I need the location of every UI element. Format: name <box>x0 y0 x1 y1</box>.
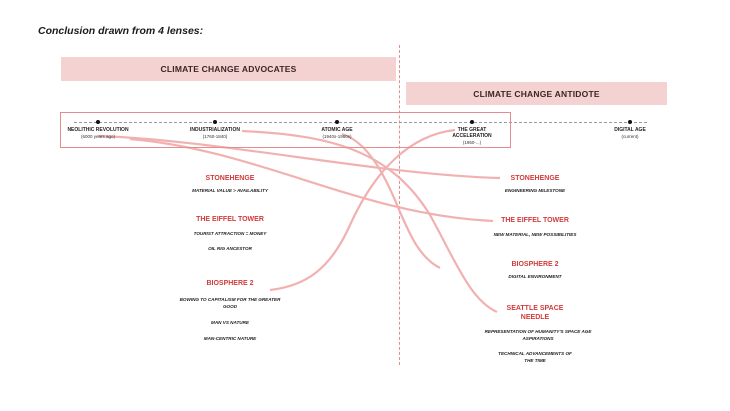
antidote-space-needle-note-2: TECHNICAL ADVANCEMENTS OF THE TIME <box>498 351 572 363</box>
era-date: (1950-...) <box>462 139 482 145</box>
antidote-eiffel-title: THE EIFFEL TOWER <box>501 217 569 224</box>
band-climate-change-advocates: CLIMATE CHANGE ADVOCATES <box>61 57 396 81</box>
advocates-biosphere-title: BIOSPHERE 2 <box>206 280 254 287</box>
era-date: (current) <box>621 133 639 139</box>
era-date: (1940s-1960s) <box>322 133 352 139</box>
era-atomic-age: ATOMIC AGE (1940s-1960s) <box>292 127 382 139</box>
antidote-space-needle-note-1: REPRESENTATION OF HUMANITY'S SPACE AGE A… <box>484 329 592 341</box>
curve-atomic-to-biosphere <box>341 132 441 269</box>
timeline-axis <box>74 122 647 123</box>
band-advocates-label: CLIMATE CHANGE ADVOCATES <box>160 64 297 74</box>
era-date: (6000 years ago) <box>80 133 116 139</box>
timeline-dot-digital <box>628 120 632 124</box>
antidote-stonehenge-note: ENGINEERING MILESTONE <box>504 188 566 193</box>
advocates-eiffel-title: THE EIFFEL TOWER <box>196 216 264 223</box>
era-industrialization: INDUSTRIALIZATION (1760-1840) <box>170 127 260 139</box>
band-climate-change-antidote: CLIMATE CHANGE ANTIDOTE <box>406 82 667 105</box>
era-neolithic: NEOLITHIC REVOLUTION (6000 years ago) <box>53 127 143 139</box>
era-great-acceleration: THE GREAT ACCELERATION (1950-...) <box>442 127 502 145</box>
era-label: NEOLITHIC REVOLUTION <box>67 127 129 133</box>
antidote-eiffel-note: NEW MATERIAL, NEW POSSIBILITIES <box>493 232 577 237</box>
antidote-space-needle-title: SEATTLE SPACE NEEDLE <box>506 305 564 321</box>
band-antidote-label: CLIMATE CHANGE ANTIDOTE <box>473 88 600 99</box>
antidote-biosphere-note: DIGITAL ENVIRONMENT <box>508 274 562 279</box>
advocates-eiffel-note-2: OIL RIG ANCESTOR <box>208 246 252 251</box>
advocates-stonehenge-note: MATERIAL VALUE > AVAILABILITY <box>192 188 268 193</box>
advocates-biosphere-note-3: MAN-CENTRIC NATURE <box>203 336 257 341</box>
antidote-biosphere-title: BIOSPHERE 2 <box>511 261 559 268</box>
advocates-eiffel-note-1: TOURIST ATTRACTION = MONEY <box>193 231 267 236</box>
advocates-stonehenge-title: STONEHENGE <box>205 175 255 182</box>
timeline-dot-atomic <box>335 120 339 124</box>
era-date: (1760-1840) <box>202 133 228 139</box>
page-title: Conclusion drawn from 4 lenses: <box>38 25 204 37</box>
timeline-dot-neolithic <box>96 120 100 124</box>
advocates-timeline-frame <box>60 112 511 148</box>
advocates-biosphere-note-1: BOWING TO CAPITALISM FOR THE GREATER GOO… <box>179 297 281 309</box>
center-divider <box>399 45 400 365</box>
curve-acceleration-to-advocates-biosphere <box>269 128 456 292</box>
era-label: ATOMIC AGE <box>321 127 353 133</box>
era-label: THE GREAT ACCELERATION <box>452 127 492 139</box>
era-label: INDUSTRIALIZATION <box>190 127 240 133</box>
advocates-biosphere-note-2: MAN VS NATURE <box>211 320 249 325</box>
era-label: DIGITAL AGE <box>614 127 646 133</box>
antidote-stonehenge-title: STONEHENGE <box>510 175 560 182</box>
era-digital-age: DIGITAL AGE (current) <box>585 127 675 139</box>
timeline-dot-industrialization <box>213 120 217 124</box>
timeline-dot-acceleration <box>470 120 474 124</box>
